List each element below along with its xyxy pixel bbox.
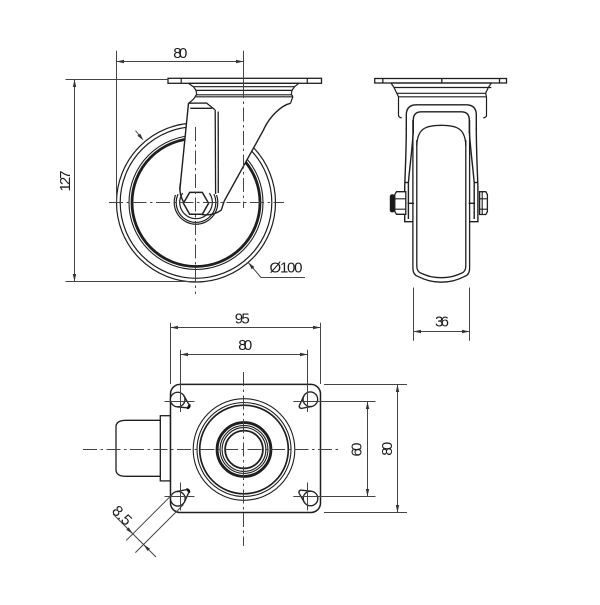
svg-text:95: 95: [235, 310, 250, 327]
svg-text:36: 36: [435, 314, 449, 331]
svg-text:60: 60: [349, 443, 366, 457]
svg-text:80: 80: [238, 337, 252, 354]
svg-text:127: 127: [57, 171, 74, 192]
svg-text:Ø100: Ø100: [270, 260, 303, 277]
svg-text:80: 80: [173, 45, 187, 62]
svg-text:80: 80: [379, 442, 396, 456]
